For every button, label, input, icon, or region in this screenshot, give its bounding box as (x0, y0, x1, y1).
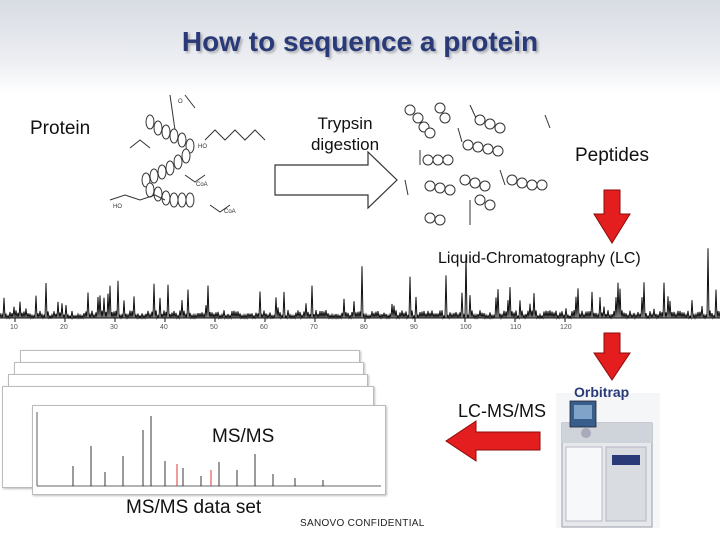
slide-title: How to sequence a protein (181, 26, 539, 57)
msms-spectrum-chart (36, 412, 381, 487)
orbitrap-instrument-icon (556, 393, 660, 528)
protein-label: Protein (30, 118, 91, 139)
chromatogram-tick-label: 20 (60, 324, 68, 331)
chromatogram-tick-label: 50 (210, 324, 218, 331)
down-arrow-icon (593, 332, 631, 381)
svg-text:O: O (178, 99, 183, 105)
left-arrow-icon (445, 420, 541, 462)
footer-confidential: SANOVO CONFIDENTIAL (300, 518, 425, 529)
svg-text:HO: HO (113, 204, 122, 210)
trypsin-digestion-label: Trypsin digestion (300, 113, 390, 155)
chromatogram-tick-label: 40 (160, 324, 168, 331)
lc-label: Liquid-Chromatography (LC) (438, 250, 641, 267)
ms-ms-data-set-label: MS/MS data set (126, 497, 262, 518)
protein-molecule-icon: O HO HO CoA CoA (109, 94, 266, 215)
chromatogram: 10 20 30 40 50 60 70 80 90 100 110 120 (0, 248, 720, 331)
chromatogram-tick-label: 90 (410, 324, 418, 331)
spectrum-sheet-front (32, 405, 386, 495)
chromatogram-tick-label: 60 (260, 324, 268, 331)
chromatogram-tick-label: 100 (460, 324, 472, 331)
svg-text:CoA: CoA (196, 182, 208, 188)
chromatogram-tick-label: 110 (510, 324, 521, 331)
trypsin-label-line1: Trypsin (317, 114, 373, 133)
orbitrap-label: Orbitrap (574, 384, 630, 400)
down-arrow-icon (593, 189, 631, 244)
peptides-molecule-icon (404, 102, 551, 226)
chromatogram-tick-label: 70 (310, 324, 318, 331)
ms-ms-label: MS/MS (212, 426, 275, 447)
chromatogram-tick-label: 30 (110, 324, 118, 331)
right-arrow-icon (274, 150, 398, 210)
chromatogram-tick-label: 120 (560, 324, 572, 331)
peptides-label: Peptides (575, 145, 649, 166)
chromatogram-tick-label: 80 (360, 324, 368, 331)
trypsin-label-line2: digestion (310, 135, 380, 154)
chromatogram-tick-label: 10 (10, 324, 18, 331)
svg-text:HO: HO (198, 144, 207, 150)
lc-ms-ms-label: LC-MS/MS (458, 401, 547, 421)
svg-text:CoA: CoA (224, 209, 236, 215)
